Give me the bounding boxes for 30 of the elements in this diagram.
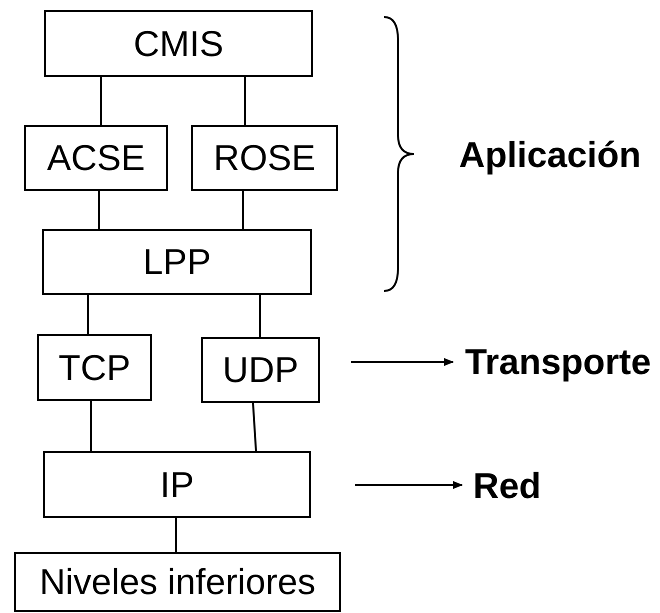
box-label: Niveles inferiores [39, 562, 316, 602]
connector-line [244, 77, 246, 125]
connector-line [252, 402, 257, 452]
box-label: CMIS [134, 24, 224, 64]
layer-label: Red [472, 466, 541, 506]
connector-line [259, 295, 261, 337]
box-label: ACSE [46, 138, 146, 178]
arrow [355, 481, 463, 489]
layer-box [44, 10, 313, 77]
layer-box [191, 125, 338, 191]
box-label: LPP [142, 242, 212, 282]
layer-box [43, 451, 311, 518]
connector-line [98, 191, 100, 229]
connector-line [90, 401, 92, 451]
box-label: UDP [222, 350, 298, 390]
layer-box [24, 125, 168, 191]
layer-box [201, 337, 320, 403]
connector-line [87, 295, 89, 334]
arrow [351, 358, 454, 366]
layer-box [42, 229, 312, 295]
connector-line [242, 191, 244, 229]
layer-label: Transporte [464, 342, 652, 382]
connector-line [100, 77, 102, 125]
box-label: TCP [58, 348, 130, 388]
connector-line [175, 518, 177, 552]
box-label: IP [160, 464, 194, 504]
box-label: ROSE [213, 138, 316, 178]
layer-box [14, 552, 341, 612]
layer-box [37, 334, 152, 401]
group-label: Aplicación [459, 134, 642, 176]
